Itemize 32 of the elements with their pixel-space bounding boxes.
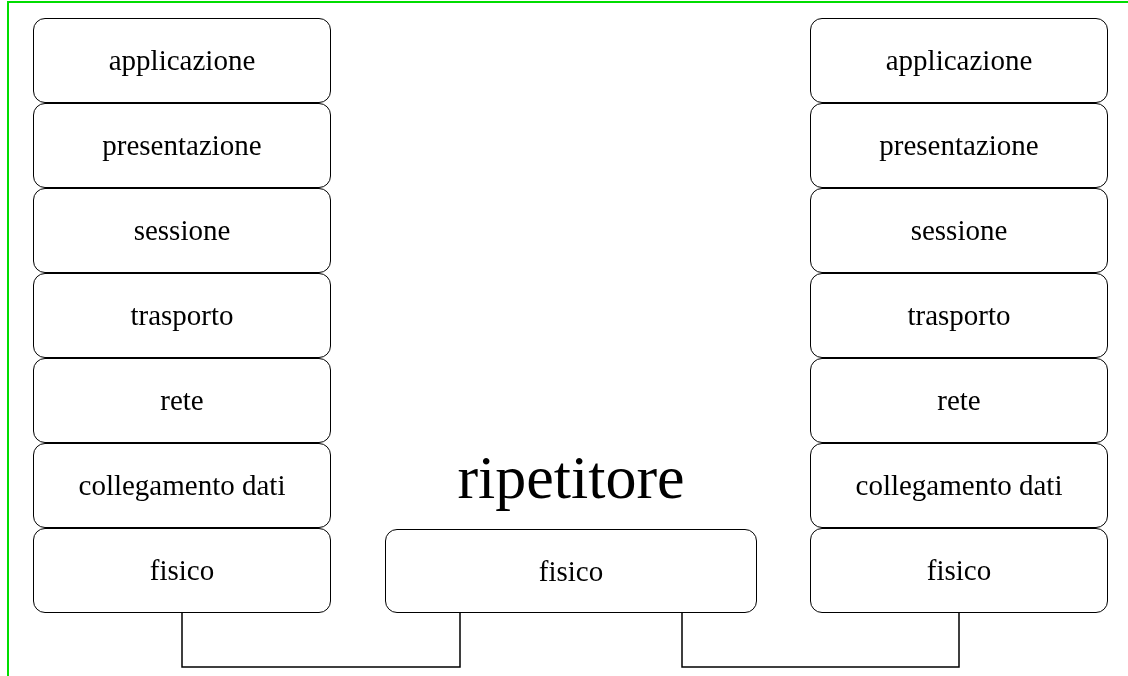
layer-label: rete [937,384,981,417]
layer-box [810,443,1108,528]
layer-box [33,103,331,188]
layer-label: presentazione [102,129,262,162]
layer-box [33,188,331,273]
layer-label: trasporto [130,299,234,332]
layer-label: trasporto [907,299,1011,332]
layer-box [810,528,1108,613]
layer-label: fisico [926,554,992,587]
connector-line [681,612,960,668]
layer-label: collegamento dati [78,469,286,502]
connector-line [181,612,461,668]
layer-label: fisico [149,554,215,587]
layer-box [810,358,1108,443]
box-heading: ripetitore [456,442,686,513]
layer-box [33,443,331,528]
layer-box [810,188,1108,273]
layer-label: fisico [538,554,604,588]
layer-label: rete [160,384,204,417]
layer-box [33,358,331,443]
layer-label: sessione [133,214,231,247]
layer-box [33,528,331,613]
layer-label: applicazione [885,44,1033,77]
layer-label: sessione [910,214,1008,247]
layer-box [33,18,331,103]
layer-label: applicazione [108,44,256,77]
layer-box [33,273,331,358]
layer-box [810,103,1108,188]
layer-box [810,18,1108,103]
layer-label: collegamento dati [855,469,1063,502]
layer-label: presentazione [879,129,1039,162]
layer-box [810,273,1108,358]
